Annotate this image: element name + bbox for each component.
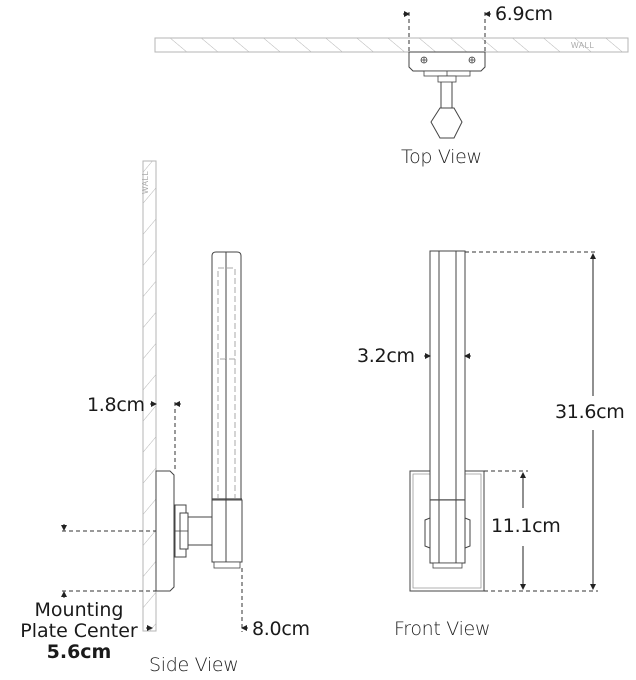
front-plate-height-dimension-label: 11.1cm xyxy=(491,515,561,537)
front-view-title: Front View xyxy=(394,618,491,640)
side-offset-dimension-label: 1.8cm xyxy=(87,394,145,416)
mounting-note-value: 5.6cm xyxy=(46,641,112,663)
top-view-drawing xyxy=(154,11,629,139)
front-view-drawing xyxy=(409,250,598,592)
mounting-note-line2: Plate Center xyxy=(20,620,138,642)
top-wall-label: WALL xyxy=(571,41,595,50)
side-depth-dimension-label: 8.0cm xyxy=(252,618,310,640)
side-wall-label: WALL xyxy=(141,170,150,195)
top-view-dimension-label: 6.9cm xyxy=(495,3,553,25)
side-view-drawing xyxy=(61,160,248,632)
front-height-dimension-label: 31.6cm xyxy=(555,401,625,423)
side-view-title: Side View xyxy=(149,654,239,676)
mounting-note-line1: Mounting xyxy=(34,599,124,621)
front-width-dimension-label: 3.2cm xyxy=(357,345,415,367)
mounting-plate-center-note: Mounting Plate Center 5.6cm xyxy=(0,600,158,663)
top-view-title: Top View xyxy=(401,146,482,168)
